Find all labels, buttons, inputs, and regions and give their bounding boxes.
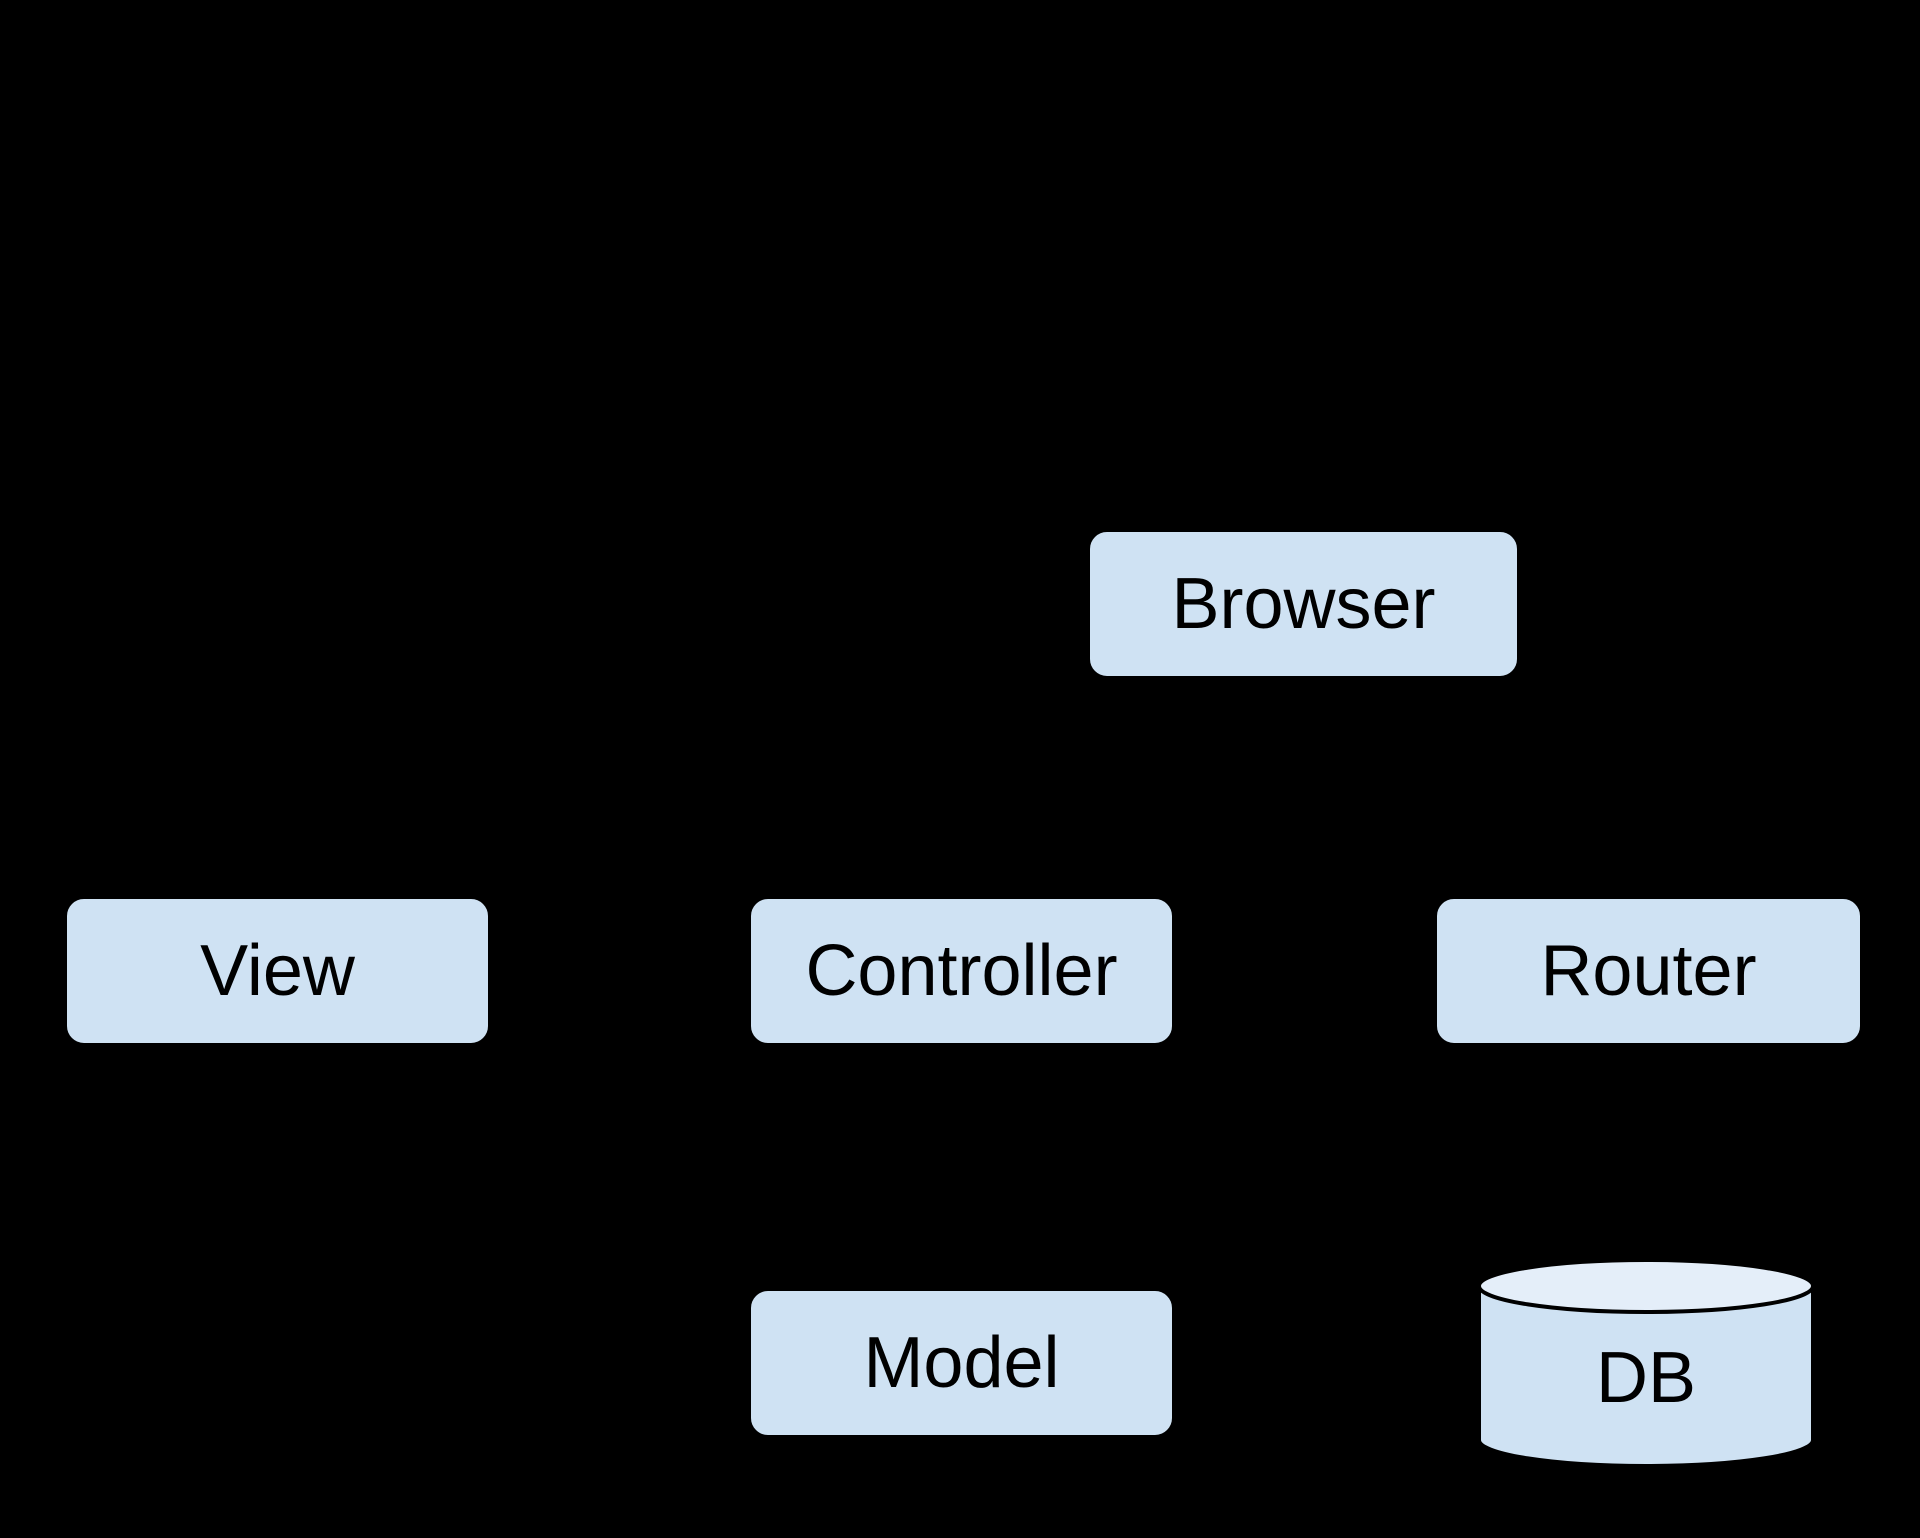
node-browser: Browser — [1087, 529, 1520, 679]
cylinder-top — [1477, 1258, 1815, 1314]
node-controller-label: Controller — [805, 931, 1118, 1011]
node-router-label: Router — [1540, 931, 1757, 1011]
node-router: Router — [1434, 896, 1863, 1046]
node-model-label: Model — [863, 1323, 1060, 1403]
node-controller: Controller — [748, 896, 1175, 1046]
node-model: Model — [748, 1288, 1175, 1438]
node-db-cylinder — [1477, 1258, 1815, 1468]
node-db-label: DB — [1595, 1338, 1697, 1418]
node-browser-label: Browser — [1171, 564, 1436, 644]
node-view-label: View — [200, 931, 355, 1011]
node-db-label-wrap: DB — [1476, 1313, 1816, 1443]
node-view: View — [64, 896, 491, 1046]
cylinder-body — [1477, 1284, 1815, 1468]
